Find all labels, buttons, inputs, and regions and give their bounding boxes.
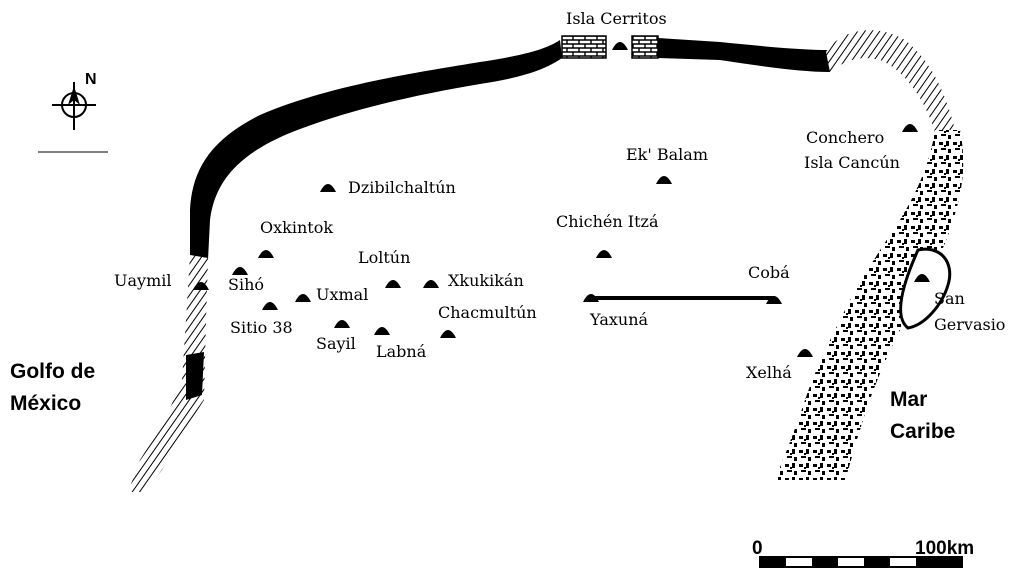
site-marker-chacmultun	[440, 330, 456, 338]
label-xelha: Xelhá	[746, 363, 792, 382]
label-loltun: Loltún	[358, 248, 410, 267]
west-coast-hatch	[128, 255, 208, 492]
label-caribbean-line2: Caribe	[890, 420, 955, 443]
label-chacmultun: Chacmultún	[438, 303, 537, 322]
scale-bar	[759, 556, 963, 568]
label-san: San	[934, 289, 965, 308]
label-isla-cerritos: Isla Cerritos	[566, 9, 667, 28]
label-conchero: Conchero	[806, 128, 884, 147]
label-yaxuna: Yaxuná	[589, 310, 648, 329]
site-marker-oxkintok	[258, 250, 274, 258]
site-marker-ek-balam	[656, 176, 672, 184]
site-marker-isla-cerritos	[612, 42, 628, 50]
site-marker-coba	[766, 296, 782, 304]
scale-end-label: 100km	[915, 538, 974, 559]
site-marker-uxmal	[295, 294, 311, 302]
north-label: N	[85, 71, 97, 88]
east-coast-speckle	[775, 130, 964, 480]
scale-start-label: 0	[752, 538, 763, 559]
label-ek-balam: Ek' Balam	[626, 145, 708, 164]
label-isla-cancun: Isla Cancún	[804, 153, 900, 172]
north-coast-band-west	[190, 40, 562, 260]
label-labna: Labná	[376, 342, 427, 361]
site-marker-conchero	[902, 124, 918, 132]
site-marker-chichen-itza	[596, 250, 612, 258]
isla-cerritos-brick-right	[631, 35, 659, 59]
label-gervasio: Gervasio	[934, 315, 1005, 334]
label-gulf-line2: México	[10, 392, 81, 415]
label-sayil: Sayil	[316, 334, 356, 353]
site-marker-yaxuna	[583, 294, 599, 302]
site-markers	[193, 42, 930, 357]
cozumel-island	[899, 247, 952, 330]
site-marker-sitio-38	[262, 302, 278, 310]
label-oxkintok: Oxkintok	[260, 218, 333, 237]
northeast-coast-hatch	[826, 30, 955, 132]
north-coast-band-east	[658, 38, 830, 72]
label-gulf-line1: Golfo de	[10, 360, 95, 383]
label-uaymil: Uaymil	[114, 271, 171, 290]
site-marker-labna	[374, 327, 390, 335]
site-marker-san-gervasio	[914, 274, 930, 282]
label-sitio-38: Sitio 38	[230, 318, 293, 337]
label-siho: Sihó	[228, 275, 264, 294]
site-marker-xelha	[797, 349, 813, 357]
label-coba: Cobá	[748, 263, 790, 282]
label-uxmal: Uxmal	[316, 285, 368, 304]
site-marker-dzibilchaltun	[320, 184, 336, 192]
site-marker-sayil	[334, 320, 350, 328]
site-marker-siho	[232, 267, 248, 275]
site-marker-loltun	[385, 280, 401, 288]
label-chichen-itza: Chichén Itzá	[556, 212, 659, 231]
site-marker-uaymil	[193, 282, 209, 290]
label-dzibilchaltun: Dzibilchaltún	[348, 178, 456, 197]
north-arrow-icon	[38, 82, 108, 153]
west-coast-dark-segment	[186, 352, 204, 400]
label-caribbean-line1: Mar	[890, 388, 927, 411]
label-xkukikan: Xkukikán	[448, 271, 524, 290]
isla-cerritos-brick-left	[561, 35, 607, 59]
site-marker-xkukikan	[423, 280, 439, 288]
